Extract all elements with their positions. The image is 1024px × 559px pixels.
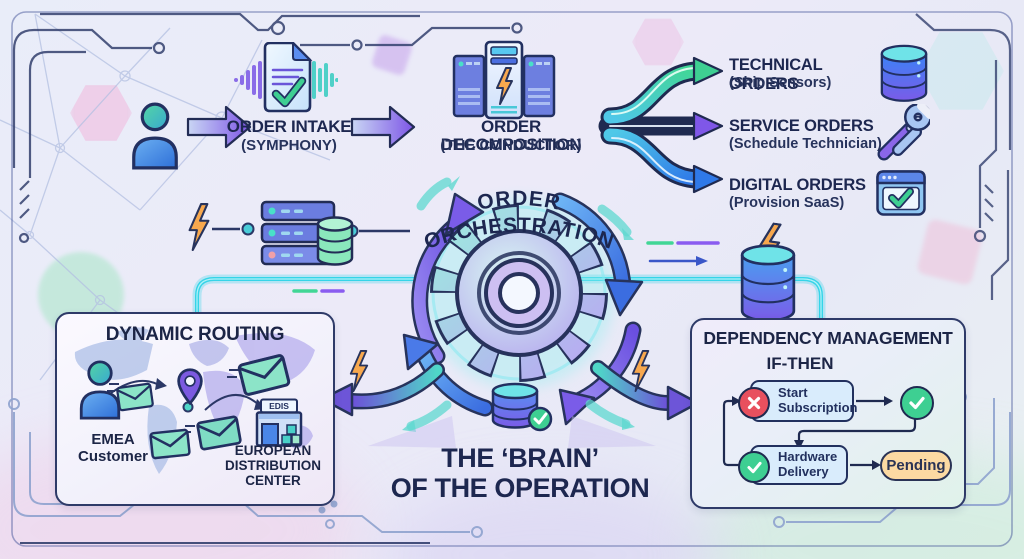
emea-line1: EMEA <box>91 431 135 448</box>
dependency-management-panel: DEPENDENCY MANAGEMENT IF-THEN Start Subs… <box>690 318 966 509</box>
distribution-center-label: EUROPEAN DISTRIBUTION CENTER <box>215 443 331 489</box>
dest-line1: EUROPEAN <box>234 443 312 458</box>
tools-icon <box>872 104 930 162</box>
server-stack-icon <box>260 200 356 270</box>
server-rack-icon <box>452 40 556 120</box>
database-icon <box>880 44 928 104</box>
output-service-subtitle: (Schedule Technician) <box>729 136 882 152</box>
if-then-label: IF-THEN <box>766 354 834 373</box>
dest-line2: DISTRIBUTION <box>225 457 321 473</box>
decor-square <box>370 33 414 77</box>
database-icon <box>740 244 796 324</box>
customer-person-icon <box>126 102 184 170</box>
dynamic-routing-panel: DYNAMIC ROUTING EDI <box>55 312 335 506</box>
dependency-management-title: DEPENDENCY MANAGEMENT <box>703 328 953 348</box>
dest-line3: CENTER <box>245 472 301 488</box>
output-digital-title: DIGITAL ORDERS <box>729 176 866 194</box>
decor-hexagon <box>918 32 1004 110</box>
check-circle-icon <box>738 451 770 483</box>
intake-title: ORDER INTAKE <box>226 117 352 136</box>
output-technical-title: TECHNICAL ORDERS <box>729 56 823 93</box>
voice-document-icon <box>234 42 338 114</box>
saas-window-icon <box>876 170 926 216</box>
dynamic-routing-title: DYNAMIC ROUTING <box>105 324 285 345</box>
envelope-icon <box>236 352 293 397</box>
decor-square <box>916 218 984 286</box>
envelope-icon <box>149 428 192 460</box>
decomposition-title: ORDER DECOMPOSITION <box>440 117 582 155</box>
envelope-icon <box>115 382 154 413</box>
orchestration-label-bottom: ORCHESTRATION <box>421 214 616 254</box>
intake-subtitle: (SYMPHONY) <box>241 137 337 154</box>
orchestration-label-top: ORDER <box>475 187 561 215</box>
flow-arrow <box>350 105 416 149</box>
svg-text:ORCHESTRATION: ORCHESTRATION <box>421 214 617 254</box>
output-digital-subtitle: (Provision SaaS) <box>729 195 845 211</box>
tagline-line1: THE ‘BRAIN’ <box>441 443 599 473</box>
warehouse-icon: EDIS <box>255 398 303 448</box>
output-technical-subtitle: (Ship Sensors) <box>729 75 832 91</box>
database-check-icon <box>490 382 556 434</box>
lightning-icon <box>349 350 369 392</box>
lightning-icon <box>188 203 210 251</box>
svg-text:ORDER: ORDER <box>475 187 562 215</box>
building-sign-label: EDIS <box>269 401 289 411</box>
decor-hexagon <box>632 18 684 66</box>
emea-person-icon <box>77 360 123 420</box>
lightning-icon <box>631 350 651 392</box>
gear-icon <box>430 204 608 382</box>
tagline: THE ‘BRAIN’ OF THE OPERATION <box>352 443 688 503</box>
emea-line2: Customer <box>77 447 148 465</box>
output-service-title: SERVICE ORDERS <box>729 117 874 135</box>
emea-customer-label: EMEA Customer <box>61 431 165 465</box>
decomposition-subtitle: (THE CONDUCTOR) <box>440 137 582 154</box>
decor-hexagon <box>70 85 132 141</box>
check-circle-icon <box>900 386 934 420</box>
envelope-icon <box>195 414 244 451</box>
cross-circle-icon <box>738 387 770 419</box>
location-pin-icon <box>177 368 203 406</box>
tagline-line2: OF THE OPERATION <box>390 473 650 504</box>
pending-status-badge: Pending <box>880 450 952 481</box>
